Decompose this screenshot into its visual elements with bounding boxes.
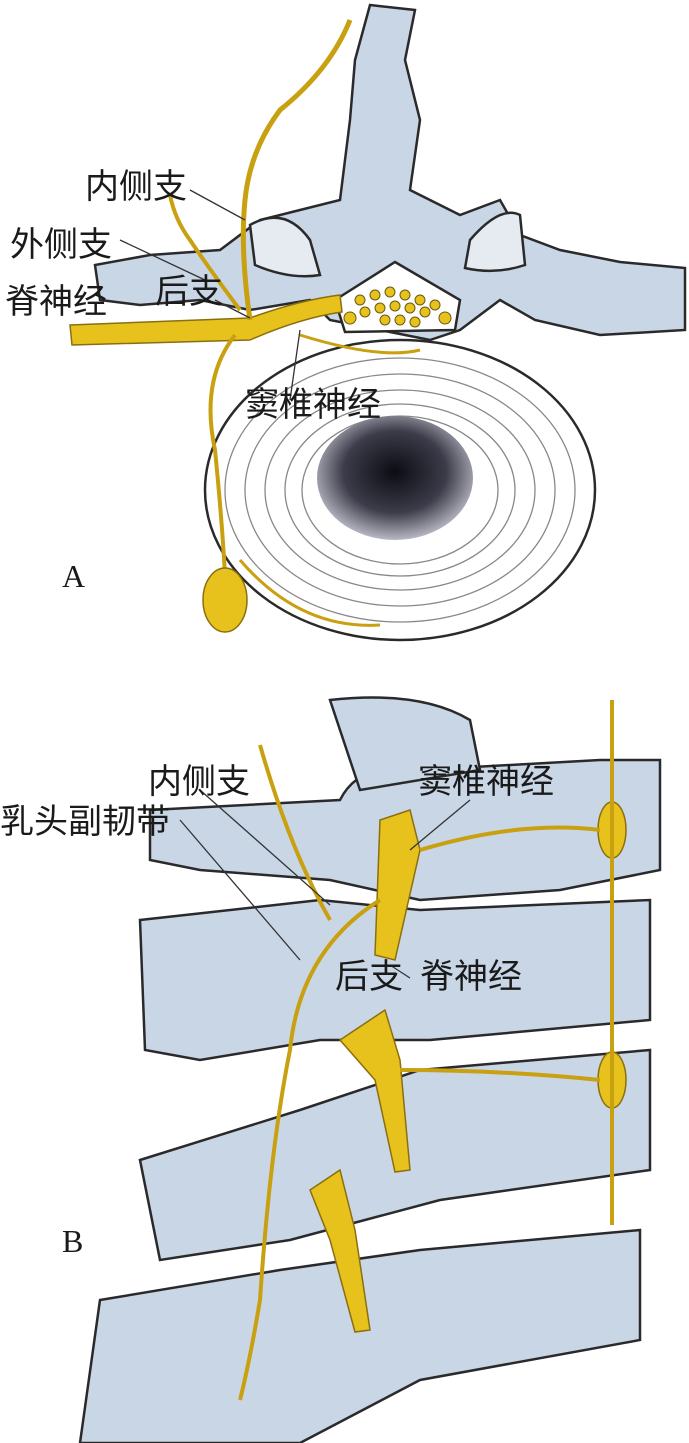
- label-b-spinal-nerve: 脊神经: [420, 957, 522, 997]
- facet-left: [248, 216, 322, 278]
- label-b-mamillo-accessory-ligament: 乳头副韧带: [0, 802, 170, 842]
- panel-b-nerves: [238, 700, 627, 1401]
- label-a-spinal-nerve: 脊神经: [5, 282, 107, 322]
- nucleus-pulposus: [317, 416, 473, 540]
- label-a-sinuvertebral-nerve: 窦椎神经: [245, 385, 381, 425]
- panel-b-letter: B: [62, 1223, 84, 1259]
- panel-a-leader-lines: [119, 189, 301, 401]
- label-a-posterior-branch: 后支: [155, 272, 223, 312]
- label-b-posterior-branch: 后支: [335, 957, 403, 997]
- label-a-lateral-branch: 外侧支: [10, 225, 112, 265]
- facet-right: [463, 211, 527, 273]
- label-a-medial-branch: 内侧支: [85, 167, 187, 207]
- annulus-rings: [224, 357, 576, 623]
- panel-a-nerves: [69, 19, 421, 633]
- label-b-medial-branch: 内侧支: [148, 762, 250, 802]
- cauda-equina-dots: [343, 286, 452, 328]
- panel-b-leader-lines: [179, 789, 471, 979]
- label-b-sinuvertebral-nerve: 窦椎神经: [418, 762, 554, 802]
- sympathetic-ganglion-a: [202, 567, 248, 633]
- panel-a-letter: A: [62, 558, 86, 594]
